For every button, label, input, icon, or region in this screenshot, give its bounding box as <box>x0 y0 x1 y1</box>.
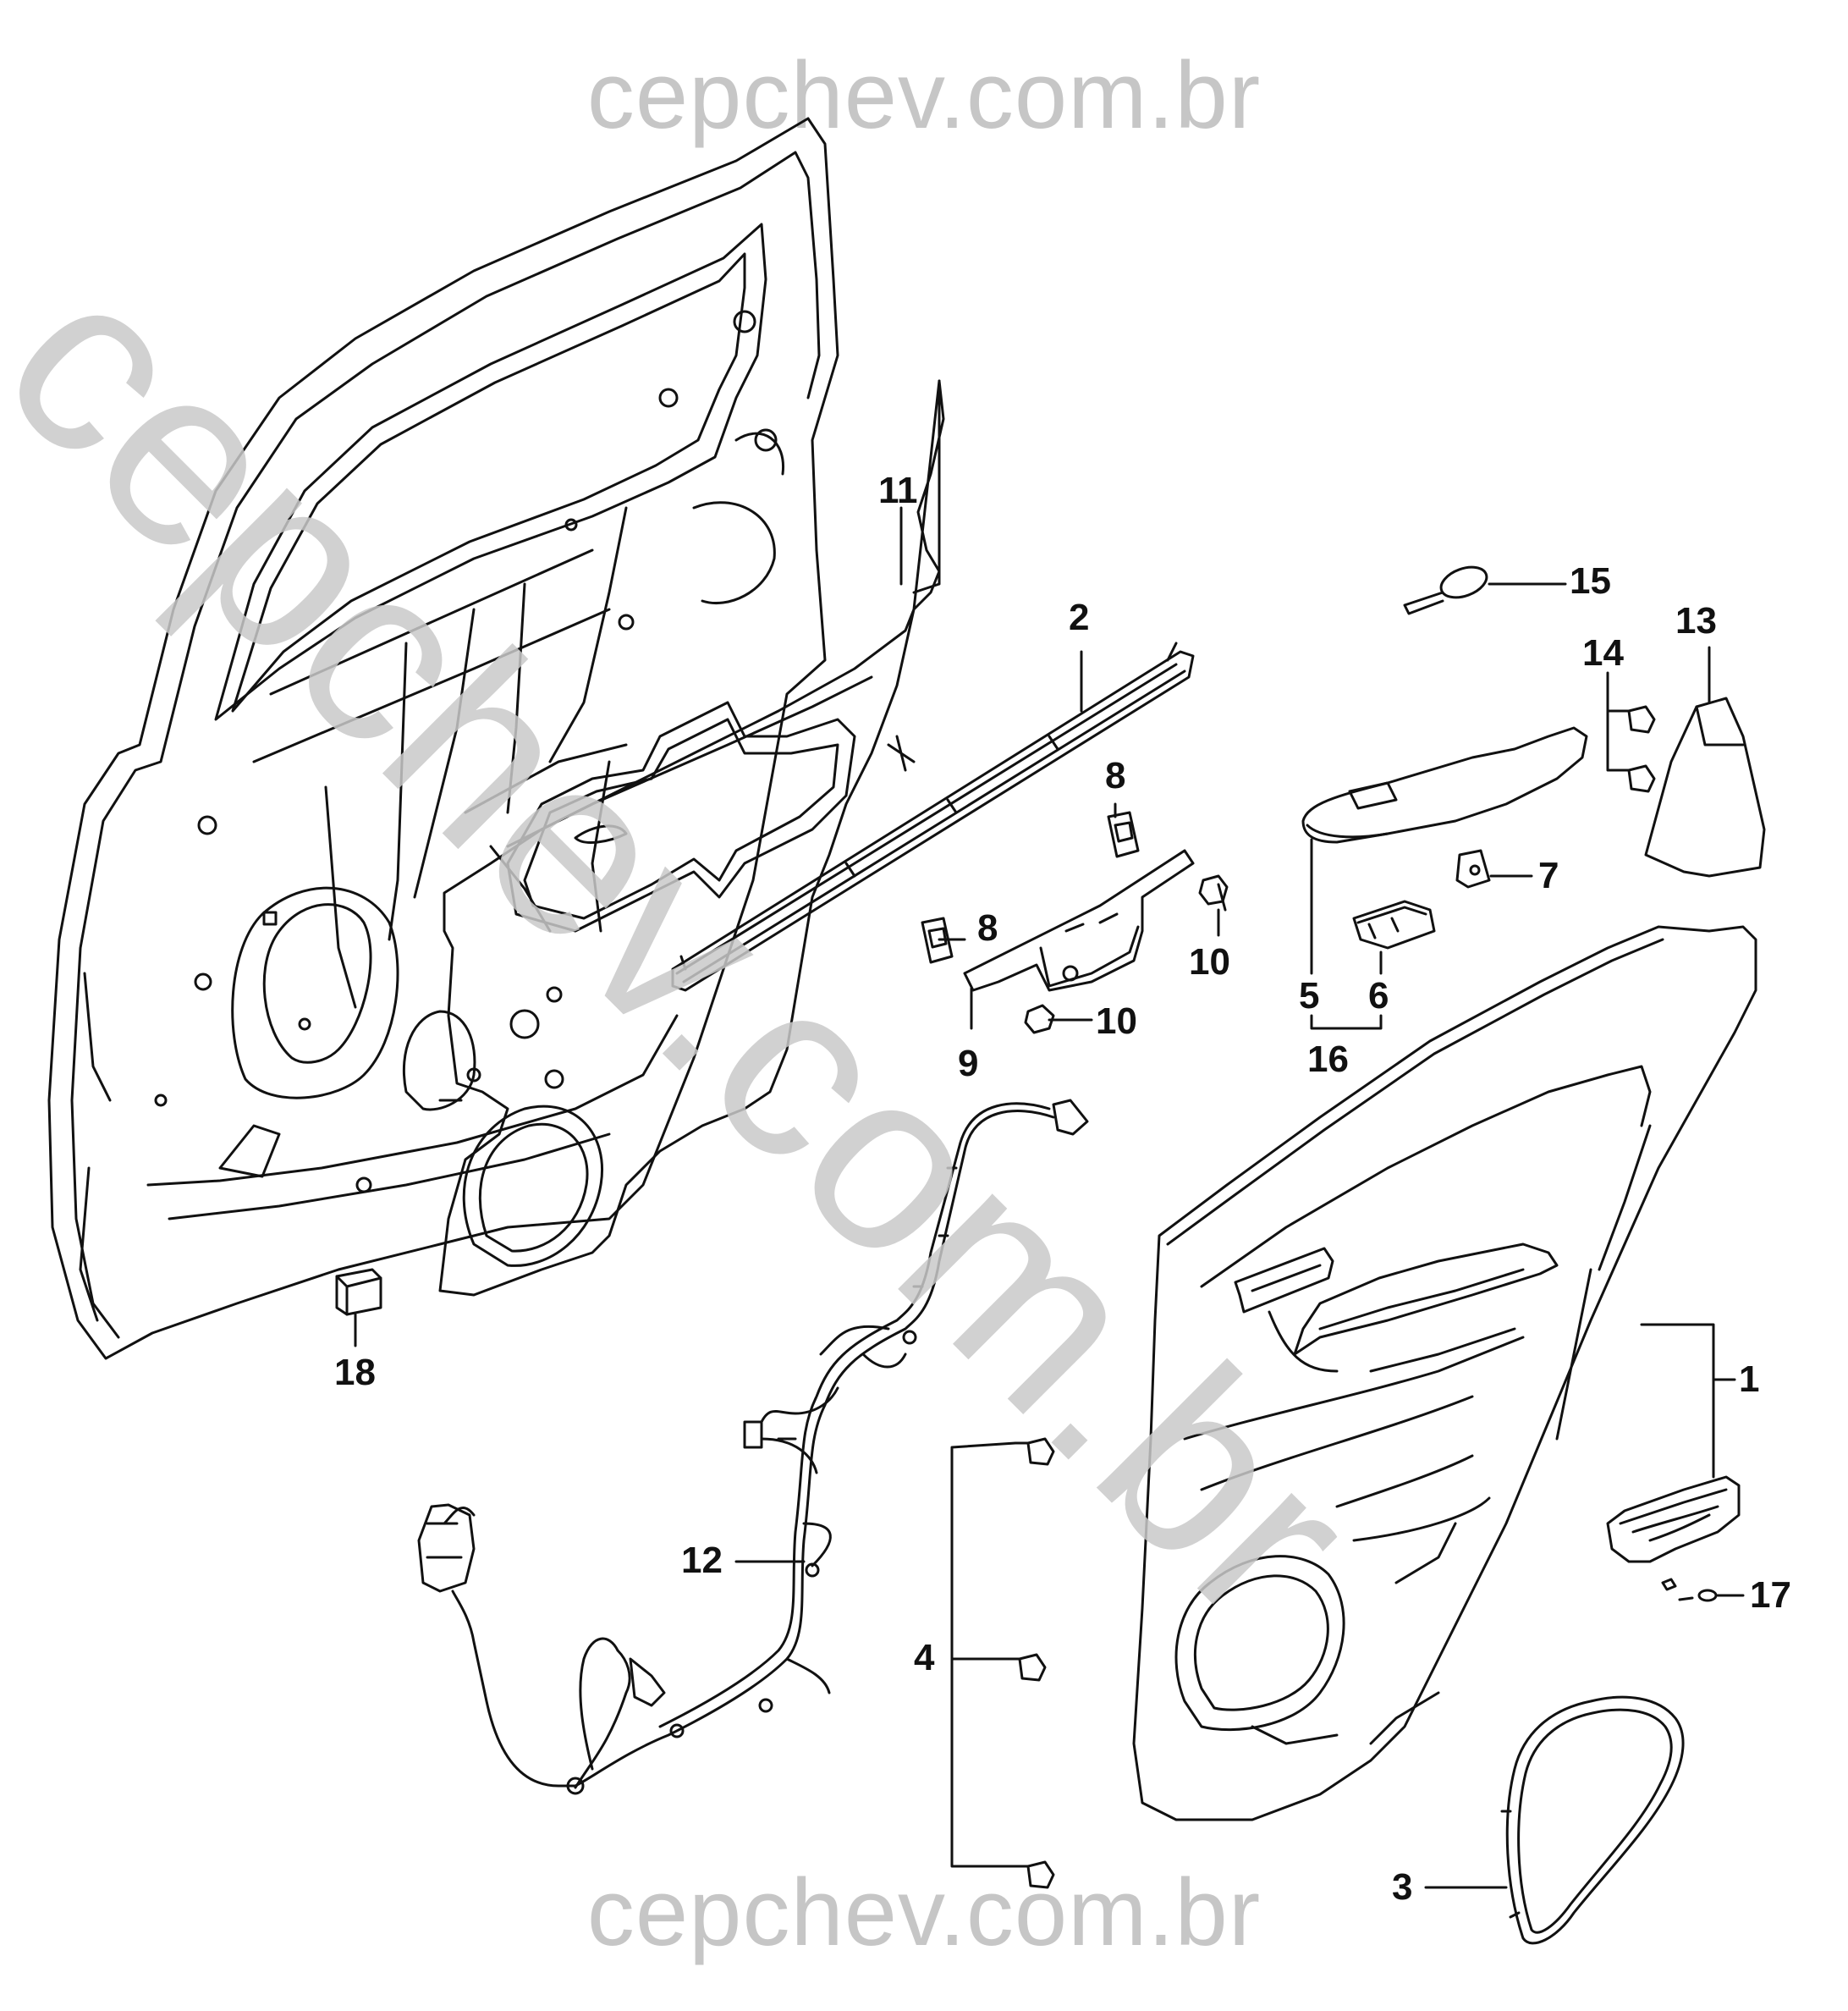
callout-18: 18 <box>334 1352 376 1393</box>
callout-3: 3 <box>1392 1866 1413 1908</box>
part-4-clip-middle <box>1005 1653 1047 1682</box>
watermark-bottom: cepchev.com.br <box>586 1859 1262 1965</box>
part-14-screw-lower <box>1627 764 1656 793</box>
callout-17: 17 <box>1750 1574 1791 1616</box>
part-17-screw <box>1661 1578 1718 1602</box>
callout-4: 4 <box>914 1637 935 1678</box>
leader-lines <box>354 506 1745 1889</box>
part-1-pull-handle <box>1606 1475 1741 1563</box>
callout-14: 14 <box>1582 632 1624 674</box>
callout-12: 12 <box>681 1540 723 1581</box>
part-6-window-switch <box>1352 900 1436 950</box>
callout-9: 9 <box>958 1043 979 1084</box>
part-15-plug <box>1403 565 1488 615</box>
part-10-screw-lower <box>1024 1004 1064 1034</box>
callout-1: 1 <box>1739 1358 1760 1400</box>
part-14-screw-upper <box>1627 705 1656 734</box>
part-18-block <box>335 1268 382 1316</box>
callout-7: 7 <box>1538 855 1559 896</box>
part-1-door-trim-panel <box>1132 925 1757 1821</box>
callout-5: 5 <box>1299 975 1320 1017</box>
callout-13: 13 <box>1675 600 1717 642</box>
callout-8-lower: 8 <box>977 907 998 949</box>
callout-2: 2 <box>1069 597 1090 638</box>
part-4-clip-bottom <box>1014 1860 1055 1889</box>
watermark-top: cepchev.com.br <box>586 42 1262 148</box>
callout-8-upper: 8 <box>1105 755 1126 796</box>
callout-15: 15 <box>1570 560 1611 602</box>
part-9-bracket <box>963 849 1195 992</box>
part-2-sealing-strip <box>671 642 1195 992</box>
part-12-wiring-harness <box>417 1099 1089 1795</box>
part-13-trim-cover <box>1644 697 1766 878</box>
part-8-clip-upper <box>1107 811 1140 858</box>
callout-11: 11 <box>878 470 918 511</box>
part-7-clip <box>1455 849 1491 889</box>
part-10-screw-upper <box>1198 874 1229 912</box>
part-5-armrest-bezel <box>1301 726 1588 844</box>
part-8-clip-lower <box>921 917 954 964</box>
part-11-deflector <box>438 379 945 1297</box>
callout-16: 16 <box>1307 1039 1349 1080</box>
door-inner-frame <box>47 117 839 1360</box>
part-3-speaker-grille <box>1500 1695 1685 1945</box>
callout-10-upper: 10 <box>1189 941 1230 983</box>
part-4-clip-top <box>1014 1437 1055 1466</box>
callout-10-lower: 10 <box>1096 1000 1137 1042</box>
callout-6: 6 <box>1368 975 1389 1017</box>
